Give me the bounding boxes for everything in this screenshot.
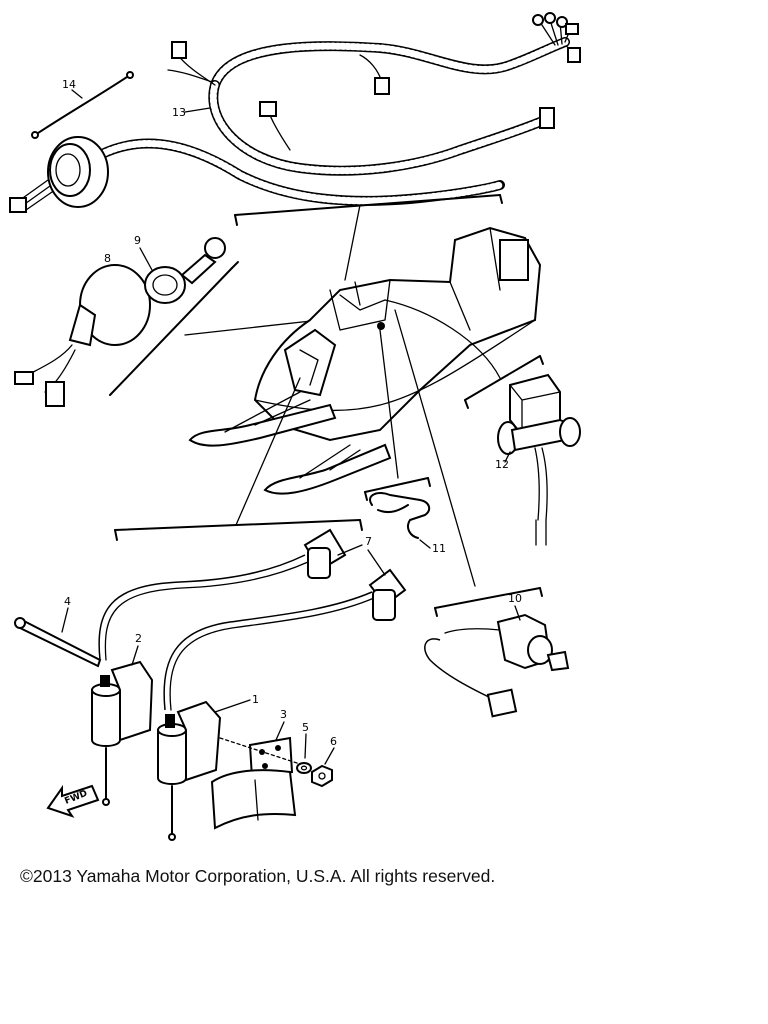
stop-switch[interactable] [424,613,570,718]
spark-plug-caps[interactable] [98,528,407,711]
bolt[interactable] [14,617,102,668]
callout-6: 6 [330,735,337,748]
callout-13: 13 [172,106,186,119]
copyright-notice: ©2013 Yamaha Motor Corporation, U.S.A. A… [20,866,496,886]
callout-1: 1 [252,693,259,706]
speedometer[interactable] [9,136,109,213]
callout-2: 2 [135,632,142,645]
callout-5: 5 [302,721,309,734]
callout-7: 7 [365,535,372,548]
callout-11: 11 [432,542,446,555]
callout-8: 8 [104,252,111,265]
callout-9: 9 [134,234,141,247]
forward-arrow: FWD [46,784,100,818]
coil-bracket[interactable] [210,736,297,830]
callout-10: 10 [508,592,522,605]
ignition-coil-1[interactable] [157,700,222,841]
wire-harness[interactable] [95,12,581,281]
nut[interactable] [311,764,333,788]
parts-diagram: 13 14 8 9 [9,12,581,841]
callout-14: 14 [62,78,76,91]
callout-4: 4 [64,595,71,608]
spring-clip[interactable] [369,492,431,539]
ignition-coil-2[interactable] [91,660,154,806]
ignition-key[interactable] [144,237,226,304]
speedometer-cable[interactable] [31,71,134,139]
snowmobile [188,226,542,495]
callout-12: 12 [495,458,509,471]
relay[interactable] [497,373,581,546]
callout-3: 3 [280,708,287,721]
main-switch[interactable] [14,264,151,407]
washer[interactable] [296,762,312,774]
